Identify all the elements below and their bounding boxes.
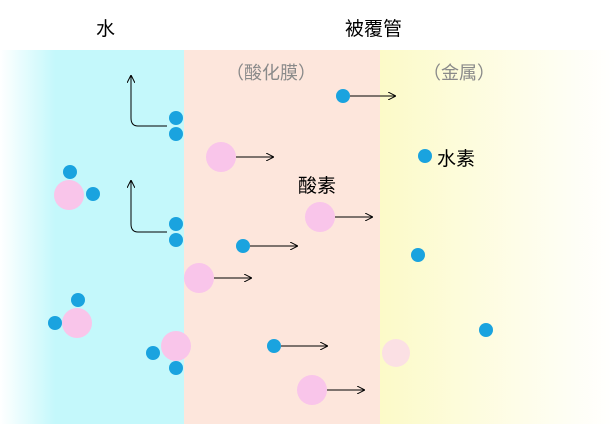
oxygen-atom — [54, 180, 84, 210]
metal-region — [380, 50, 616, 424]
hydrogen-atom — [169, 111, 183, 125]
hydrogen-atom — [236, 239, 250, 253]
oxygen-migration — [184, 263, 251, 293]
hydrogen-atom — [169, 233, 183, 247]
oxygen-atom — [62, 308, 92, 338]
oxygen-migration — [305, 202, 372, 232]
hydrogen-atom — [48, 316, 62, 330]
hydrogen-atom — [169, 127, 183, 141]
hydrogen-release-arrow — [131, 76, 167, 127]
hydrogen-atom — [71, 293, 85, 307]
oxide-film-region — [184, 50, 380, 424]
oxygen-atom — [297, 375, 327, 405]
hydrogen-atom — [63, 165, 77, 179]
hydrogen-atom — [169, 217, 183, 231]
hydrogen-atom — [418, 149, 432, 163]
oxygen-migration — [206, 142, 273, 172]
cladding-tube-label: 被覆管 — [345, 18, 403, 40]
oxygen-migration — [297, 375, 364, 405]
water-region — [0, 50, 184, 424]
water-label: 水 — [96, 18, 116, 40]
oxygen-atom — [206, 142, 236, 172]
hydrogen-migration — [236, 239, 297, 253]
hydrogen-atom — [86, 187, 100, 201]
metal-label: （金属） — [423, 63, 495, 84]
water-molecule — [48, 293, 92, 338]
hydrogen-atom — [267, 339, 281, 353]
water-molecule — [54, 165, 100, 210]
hydrogen-atom — [479, 323, 493, 337]
oxygen-atom — [184, 263, 214, 293]
hydrogen-atom — [169, 361, 183, 375]
hydrogen-release-arrow — [131, 181, 167, 233]
hydrogen-migration — [336, 89, 395, 103]
oxide-film-label: （酸化膜） — [226, 63, 316, 84]
oxygen-atom — [305, 202, 335, 232]
oxygen-atom — [161, 331, 191, 361]
hydrogen-atom — [336, 89, 350, 103]
oxygen-label: 酸素 — [298, 175, 337, 197]
hydrogen-atom — [411, 248, 425, 262]
hydrogen-label: 水素 — [437, 148, 476, 170]
hydrogen-atom — [146, 346, 160, 360]
oxygen-atom-at-interface — [382, 339, 410, 367]
hydrogen-migration — [267, 339, 327, 353]
